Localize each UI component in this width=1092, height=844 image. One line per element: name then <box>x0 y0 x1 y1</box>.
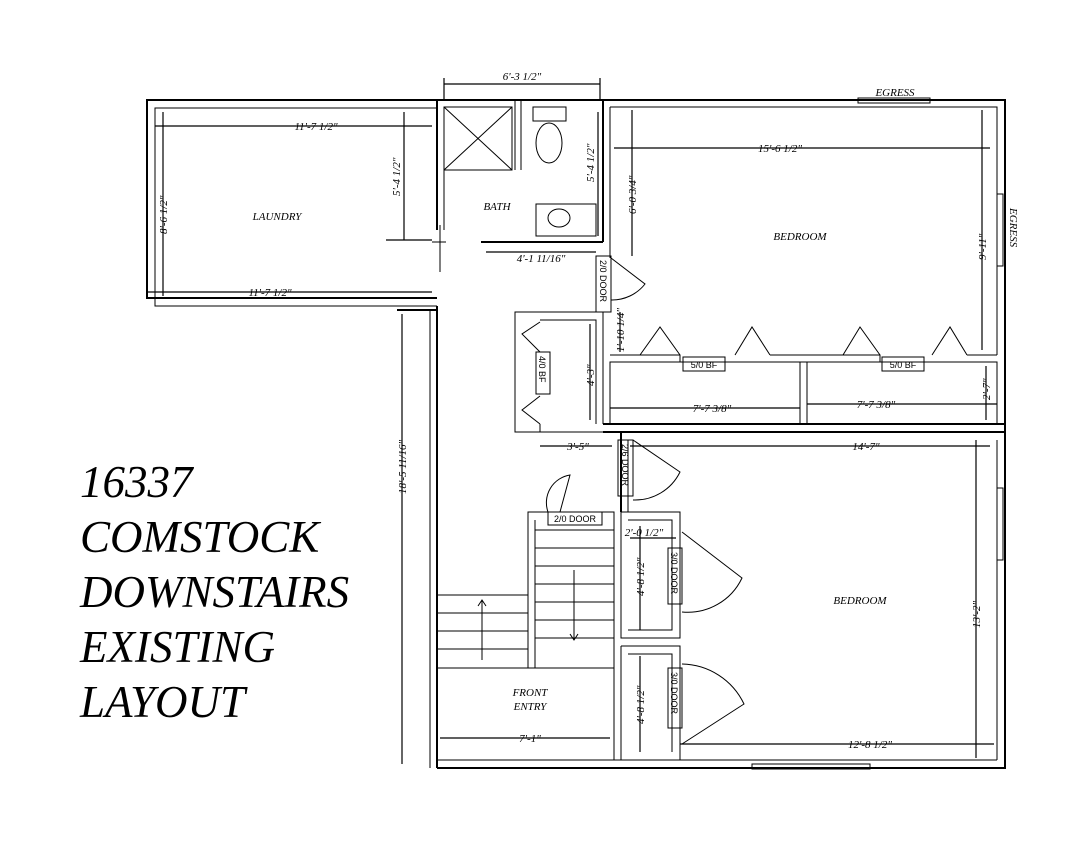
dim-closet-a-height: 4'-8 1/2" <box>635 557 647 596</box>
stair-arrow-head <box>569 633 579 641</box>
bf-wall-a <box>610 354 681 363</box>
closet-a-inner <box>628 519 673 631</box>
bf-door <box>639 326 681 356</box>
walls <box>146 99 1006 769</box>
room-laundry: LAUNDRY <box>252 211 304 223</box>
label-egress-top: EGRESS <box>874 87 915 99</box>
door-stair-swing <box>545 474 571 513</box>
room-front-entry-line1: FRONT <box>512 687 549 699</box>
window-bottom <box>751 763 871 770</box>
shower <box>443 106 513 171</box>
door-bath-tag <box>595 255 612 313</box>
door-bedroom-swing <box>632 439 681 501</box>
room-bath: BATH <box>483 201 511 213</box>
bedroom-upper-inner-wall <box>610 106 998 355</box>
door-bedroom-tag <box>617 439 634 497</box>
dim-closet-height: 4'-3" <box>585 364 597 386</box>
title-line-1: 16337 <box>80 457 193 507</box>
bedroom-upper-outer-wall <box>603 99 1006 433</box>
toilet-bowl <box>535 122 563 164</box>
egress-window-top <box>857 97 931 104</box>
title-line-3: DOWNSTAIRS <box>80 567 350 617</box>
door-closet-b-tag <box>667 667 683 729</box>
dim-closet-width: 3'-5" <box>566 441 589 453</box>
tag-door-closet-a: 3/0 DOOR <box>669 552 679 595</box>
dim-laundry-inner: 5'-4 1/2" <box>391 157 403 196</box>
door-closet-b-swing <box>681 663 745 745</box>
dim-bf-right-width: 7'-7 3/8" <box>857 399 896 411</box>
dim-entry-width: 7'-1" <box>519 733 541 745</box>
laundry-wall <box>146 99 603 299</box>
window-lower-bedroom <box>996 487 1004 561</box>
tag-door-closet: 4/0 BF <box>537 356 547 383</box>
title-line-5: LAYOUT <box>80 677 246 727</box>
label-egress-right: EGRESS <box>1007 207 1019 248</box>
dim-bedroom-top-width: 15'-6 1/2" <box>758 143 802 155</box>
bf-door <box>842 326 881 356</box>
stair-enclosure <box>527 511 615 669</box>
bf-wall-b <box>770 354 881 363</box>
door-bath-swing <box>610 257 646 301</box>
bf-right-tag <box>881 356 925 372</box>
room-front-entry-line2: ENTRY <box>513 701 549 713</box>
door-closet-a-tag <box>667 547 683 605</box>
closet-a <box>620 511 681 639</box>
dim-bedroom-top-right: 9'-11" <box>977 233 989 260</box>
bedroom-lower-outer-wall <box>437 432 1006 769</box>
tag-bf-left: 5/0 BF <box>691 360 718 370</box>
bf-door <box>931 326 968 356</box>
closet-wall-inner <box>540 319 597 424</box>
dim-bath-bottom: 4'-1 11/16" <box>517 253 566 265</box>
tag-door-closet-b: 3/0 DOOR <box>669 672 679 715</box>
door-stair-tag <box>547 511 603 526</box>
bf-door <box>734 326 771 356</box>
bf-left-tag <box>682 356 726 372</box>
egress-window-right <box>996 193 1004 267</box>
sink <box>547 208 571 228</box>
bf-door-left-upper <box>521 321 541 353</box>
shower-diag <box>443 106 513 171</box>
stair-arrow-head <box>477 599 487 607</box>
tag-door-bedroom: 2/6 DOOR <box>620 444 630 487</box>
dim-hall-small: 1'-10 1/4" <box>615 308 627 352</box>
bf-door-left-lower <box>521 395 541 425</box>
dim-bf-height: 2'-7" <box>981 378 993 400</box>
dim-bedroom-lower-height: 13'-2" <box>971 600 983 628</box>
dim-bedroom-lower-bottom: 12'-8 1/2" <box>848 739 892 751</box>
dim-laundry-top: 11'-7 1/2" <box>294 121 338 133</box>
title-line-2: COMSTOCK <box>80 512 320 562</box>
dim-bf-left-width: 7'-7 3/8" <box>693 403 732 415</box>
dim-bath-right: 5'-4 1/2" <box>585 143 597 182</box>
closet-b-inner <box>628 653 673 752</box>
title-line-4: EXISTING <box>80 622 275 672</box>
room-bedroom-lower: BEDROOM <box>833 595 887 607</box>
dim-closet-b-height: 4'-8 1/2" <box>635 685 647 724</box>
dimension-lines <box>147 78 997 764</box>
windows <box>751 97 1004 770</box>
room-bedroom-upper: BEDROOM <box>773 231 827 243</box>
closet-b <box>620 645 681 761</box>
dim-bedroom-lower-width: 14'-7" <box>852 441 880 453</box>
vanity <box>535 203 597 237</box>
hall-wall <box>514 311 603 433</box>
dim-laundry-bottom: 11'-7 1/2" <box>248 287 292 299</box>
bath-fixtures <box>443 106 597 237</box>
doors <box>432 225 968 745</box>
drawing-title: 16337 COMSTOCK DOWNSTAIRS EXISTING LAYOU… <box>80 455 400 730</box>
tag-door-bath: 2/0 DOOR <box>598 260 608 303</box>
door-closet-tag <box>535 351 551 395</box>
door-closet-a-swing <box>681 531 743 613</box>
dim-laundry-height: 8'-6 1/2" <box>158 195 170 234</box>
tag-bf-right: 5/0 BF <box>890 360 917 370</box>
dim-bath-width: 6'-3 1/2" <box>503 71 542 83</box>
dim-closet-a-width: 2'-0 1/2" <box>625 527 664 539</box>
tag-door-stair: 2/0 DOOR <box>554 514 597 524</box>
dim-bedroom-top-left: 6'-0 3/4" <box>627 175 639 214</box>
toilet-tank <box>532 106 567 122</box>
dim-stair-height: 18'-5 11/16" <box>397 439 409 494</box>
laundry-inner-wall <box>154 107 437 307</box>
